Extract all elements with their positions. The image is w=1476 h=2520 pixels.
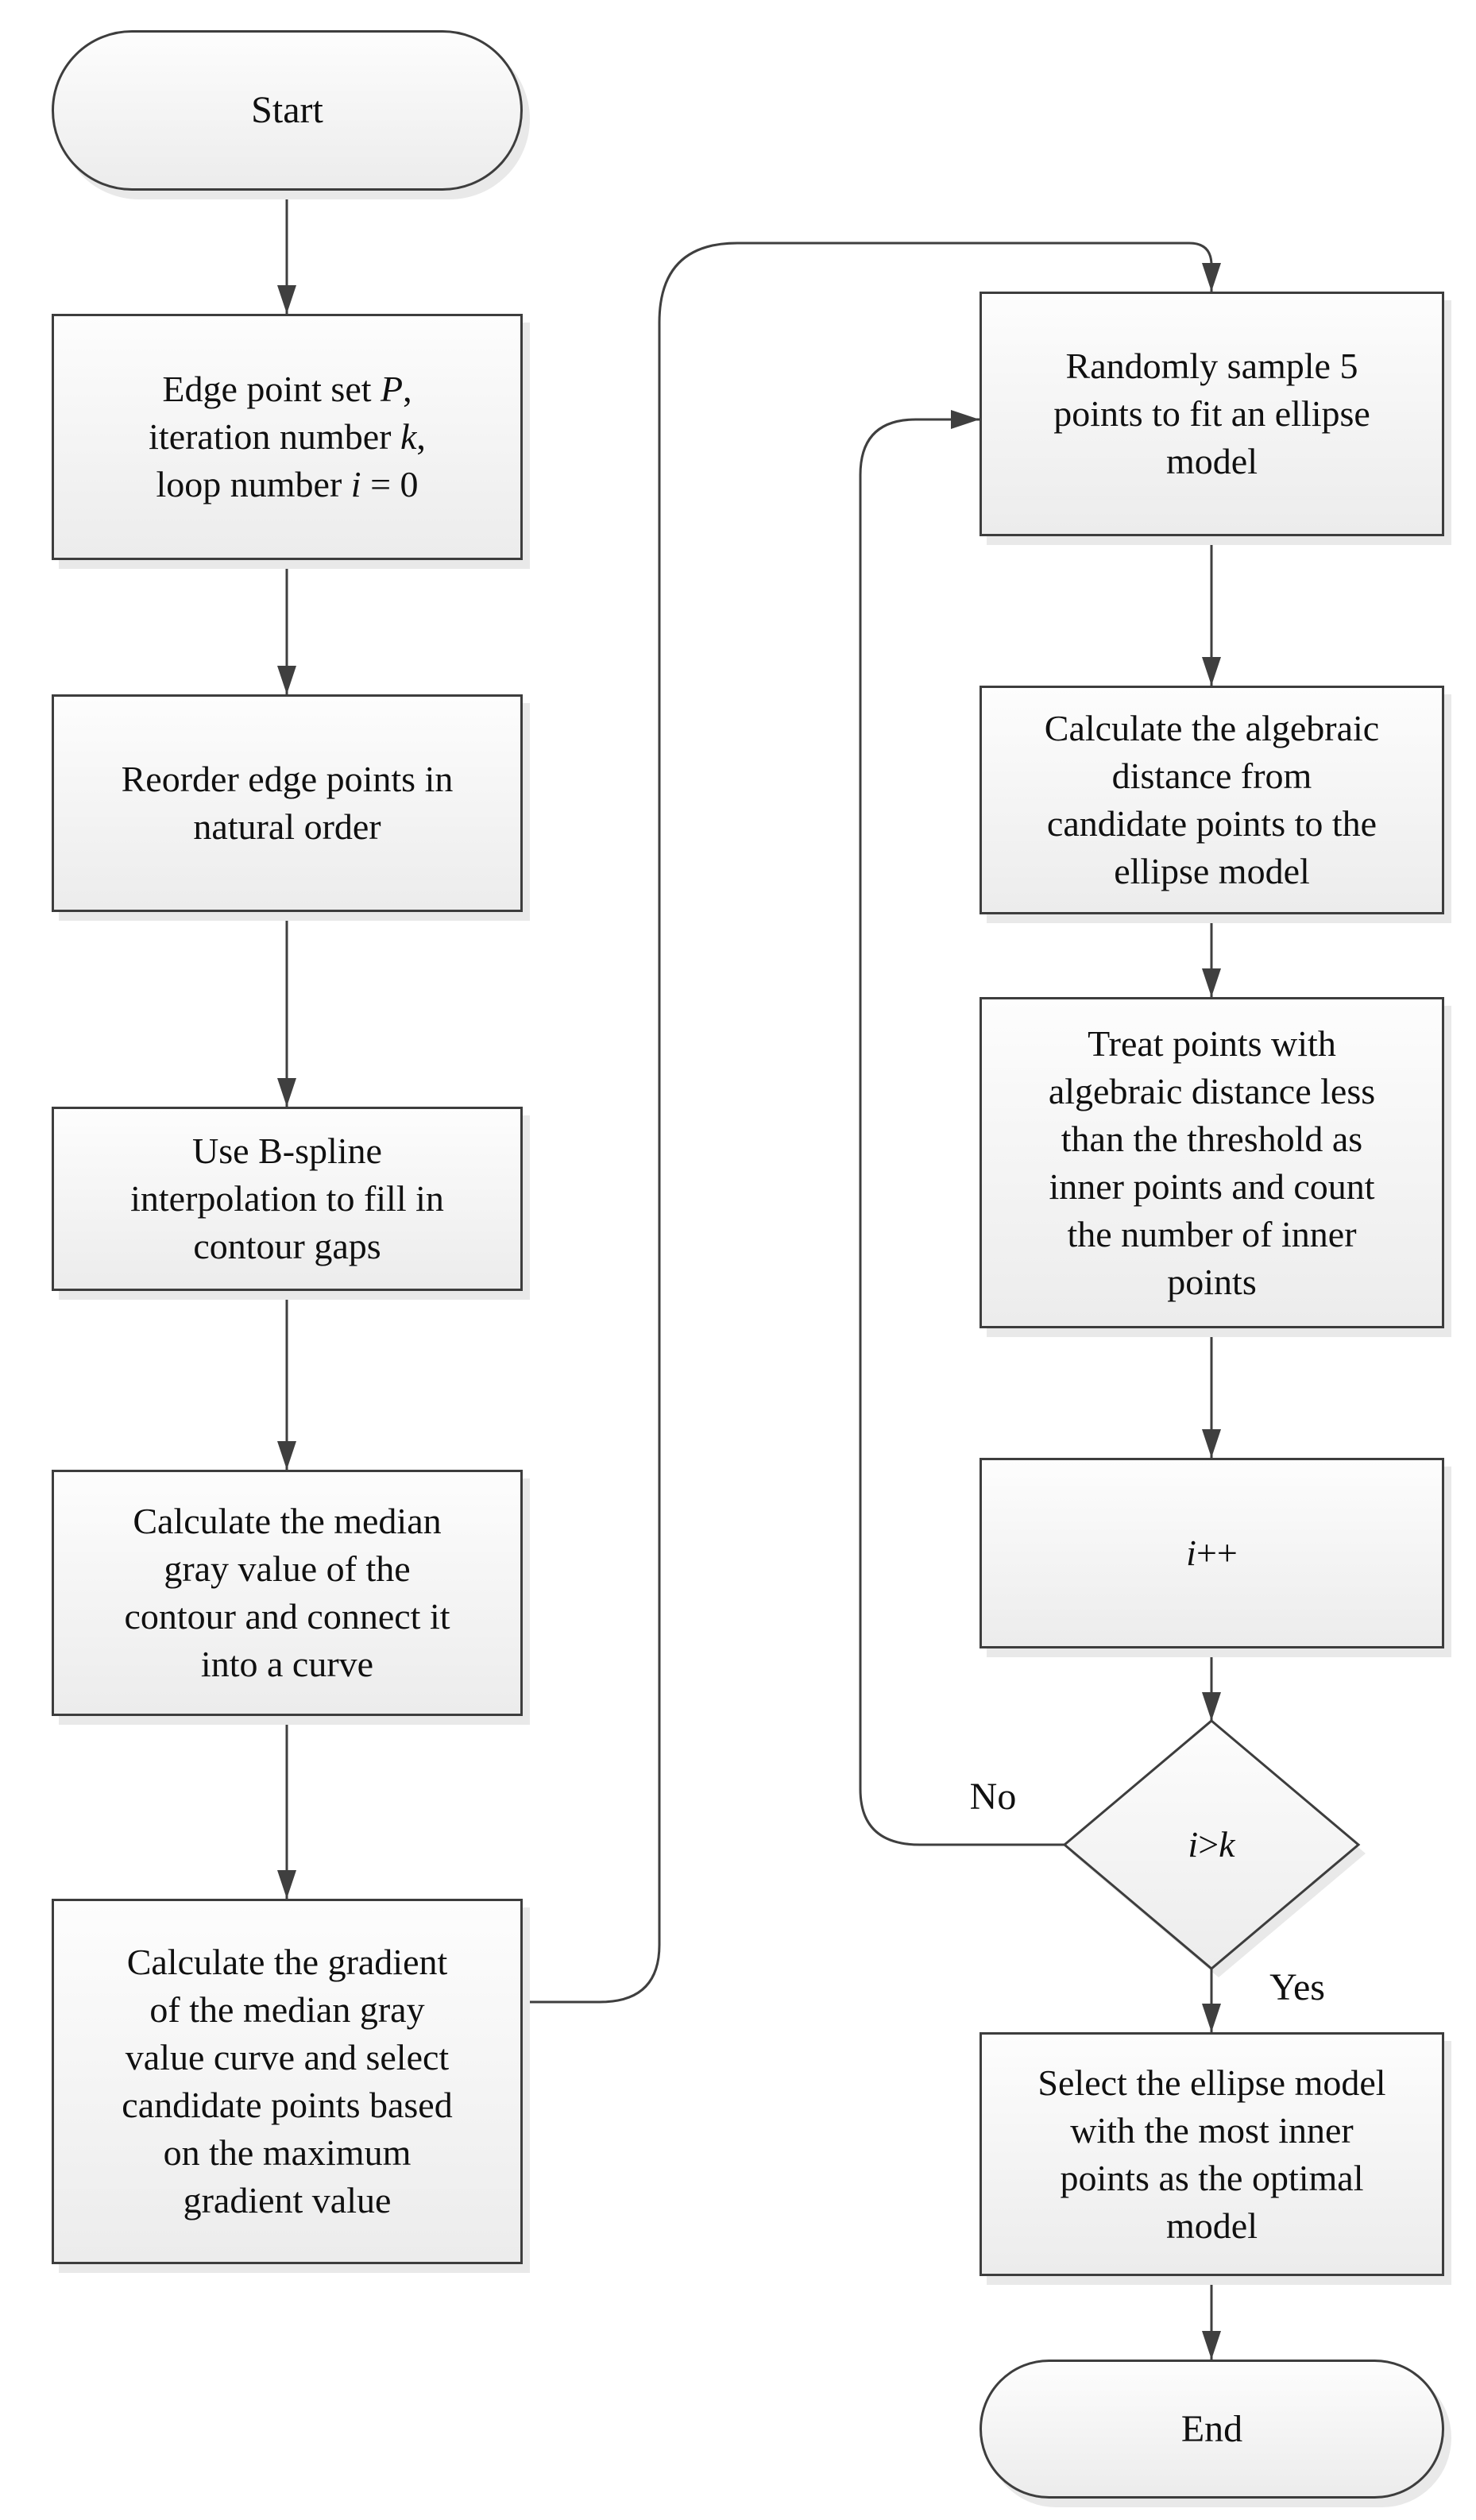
node-text-line: points <box>1167 1261 1257 1302</box>
node-text-line: inner points and count <box>1049 1165 1375 1207</box>
flowchart-node-reorder-edge-points: Reorder edge points in natural order <box>52 694 523 912</box>
node-text-line: interpolation to fill in <box>130 1178 444 1219</box>
node-text-line: Calculate the median <box>133 1501 442 1541</box>
flowchart-node-end: End <box>979 2360 1444 2499</box>
node-text-line: model <box>1166 441 1258 481</box>
node-text-line: natural order <box>193 806 381 847</box>
flowchart-node-median-gray-curve: Calculate the median gray value of the con… <box>52 1470 523 1716</box>
decision-diamond-shape <box>1062 1719 1361 1970</box>
flowchart-node-algebraic-distance: Calculate the algebraic distance from cand… <box>979 686 1444 914</box>
edge-decision-sample-no <box>859 410 1064 1846</box>
node-text-line: than the threshold as <box>1061 1118 1363 1159</box>
node-text-line: distance from <box>1111 756 1312 796</box>
node-text-line: gradient value <box>183 2180 392 2220</box>
node-text-line: model <box>1166 2205 1258 2246</box>
node-text-line: i++ <box>1186 1532 1238 1573</box>
node-text-line: points to fit an ellipse <box>1053 393 1370 434</box>
flowchart-node-random-sample: Randomly sample 5 points to fit an ellips… <box>979 292 1444 536</box>
node-text-line: Treat points with <box>1088 1022 1336 1064</box>
node-text-line: contour gaps <box>193 1226 381 1266</box>
node-text-line: Use B-spline <box>192 1131 382 1171</box>
node-text-line: candidate points based <box>122 2085 453 2125</box>
flowchart-node-bspline-interpolation: Use B-spline interpolation to fill in cont… <box>52 1107 523 1291</box>
node-text-line: the number of inner <box>1067 1213 1357 1254</box>
flowchart-decision-i-gt-k: i>k <box>1132 1821 1291 1869</box>
node-text-line: iteration number k, <box>149 416 426 457</box>
flowchart-node-select-optimal-model: Select the ellipse model with the most in… <box>979 2032 1444 2276</box>
node-text-line: Randomly sample 5 <box>1065 346 1358 386</box>
flowchart-node-increment-i: i++ <box>979 1458 1444 1648</box>
node-text-line: value curve and select <box>125 2037 450 2077</box>
node-text-line: with the most inner <box>1070 2109 1354 2151</box>
node-text-line: gray value of the <box>164 1548 411 1589</box>
node-text-line: Reorder edge points in <box>121 759 454 799</box>
node-text-line: i>k <box>1188 1824 1235 1865</box>
node-text-line: Calculate the algebraic <box>1044 708 1380 748</box>
node-text-line: Select the ellipse model <box>1037 2062 1386 2103</box>
node-text-line: End <box>1180 2407 1243 2450</box>
node-text-line: points as the optimal <box>1060 2157 1364 2198</box>
flowchart-node-gradient-candidates: Calculate the gradient of the median gray… <box>52 1899 523 2264</box>
node-text-line: loop number i = 0 <box>156 464 419 504</box>
node-text-line: Edge point set P, <box>162 369 412 409</box>
flowchart-node-init-parameters: Edge point set P, iteration number k, loop… <box>52 314 523 560</box>
edge-label-no: No <box>969 1776 1017 1818</box>
edge-label-yes: Yes <box>1269 1966 1325 2008</box>
node-text-line: on the maximum <box>163 2132 412 2173</box>
node-text-line: ellipse model <box>1114 851 1310 891</box>
node-text-line: candidate points to the <box>1046 803 1377 844</box>
node-text-line: of the median gray <box>149 1989 425 2030</box>
flowchart-node-count-inner-points: Treat points with algebraic distance less… <box>979 997 1444 1328</box>
flowchart-node-start: Start <box>52 30 523 191</box>
node-text-line: algebraic distance less <box>1048 1070 1376 1111</box>
node-text-line: into a curve <box>200 1644 374 1684</box>
node-text-line: Calculate the gradient <box>126 1942 448 1982</box>
edge-gradient-sample <box>523 242 1221 2004</box>
node-text-line: Start <box>251 89 323 131</box>
node-text-line: contour and connect it <box>124 1596 450 1637</box>
